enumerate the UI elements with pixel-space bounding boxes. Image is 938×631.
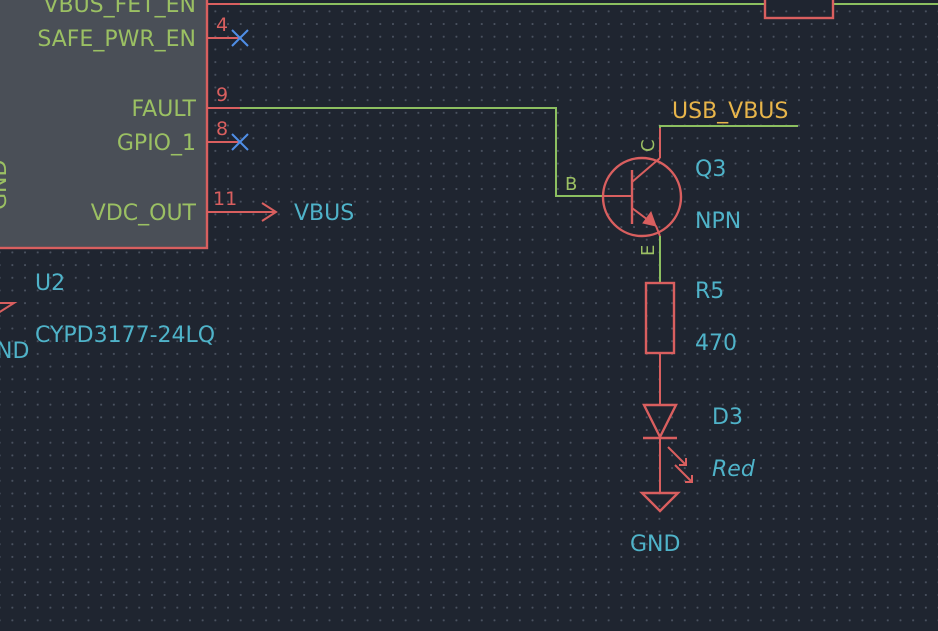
- ic-reference[interactable]: U2: [35, 271, 65, 296]
- global-label-vbus[interactable]: VBUS: [294, 201, 354, 226]
- pin-number-11: 11: [213, 188, 237, 210]
- gnd-label: GND: [630, 532, 680, 557]
- pin-number-8: 8: [216, 118, 228, 140]
- pin-name-fault: FAULT: [132, 97, 197, 122]
- transistor-pin-c: C: [638, 139, 659, 152]
- net-label-usb-vbus[interactable]: USB_VBUS: [672, 99, 788, 124]
- wire-usb-vbus[interactable]: [659, 125, 798, 155]
- emitter-arrow-icon: [642, 210, 657, 227]
- pin-name-vdc-out: VDC_OUT: [91, 201, 197, 226]
- npn-transistor-q3[interactable]: [601, 128, 683, 238]
- component-body-top[interactable]: [763, 0, 835, 20]
- led-value[interactable]: Red: [712, 457, 756, 482]
- left-gnd-label: ND: [0, 339, 29, 364]
- ic-value[interactable]: CYPD3177-24LQ: [35, 323, 215, 348]
- pin-name-safe-pwr-en: SAFE_PWR_EN: [37, 27, 196, 52]
- transistor-pin-b: B: [565, 174, 577, 195]
- resistor-r5[interactable]: [644, 281, 676, 355]
- pin-name-vbus-fet-en: VBUS_FET_EN: [43, 0, 196, 18]
- pin-number-4: 4: [216, 14, 228, 36]
- transistor-value[interactable]: NPN: [695, 209, 741, 234]
- no-connect-icon[interactable]: [231, 133, 249, 151]
- resistor-value[interactable]: 470: [695, 331, 737, 356]
- arrow-right-icon: [261, 202, 278, 222]
- led-d3[interactable]: [642, 403, 693, 493]
- resistor-reference[interactable]: R5: [695, 279, 724, 304]
- ic-u2-body[interactable]: [0, 0, 209, 250]
- led-reference[interactable]: D3: [712, 405, 743, 430]
- light-emission-icon: [667, 446, 693, 483]
- pin-name-gpio-1: GPIO_1: [117, 131, 196, 156]
- transistor-pin-e: E: [638, 245, 659, 256]
- no-connect-icon[interactable]: [231, 29, 249, 47]
- gnd-symbol-partial: [0, 302, 18, 314]
- gnd-symbol-icon[interactable]: [639, 491, 681, 513]
- pin-number-9: 9: [216, 84, 228, 106]
- ic-side-label: GND: [0, 160, 12, 210]
- transistor-reference[interactable]: Q3: [695, 157, 726, 182]
- wire-fault[interactable]: [240, 107, 604, 197]
